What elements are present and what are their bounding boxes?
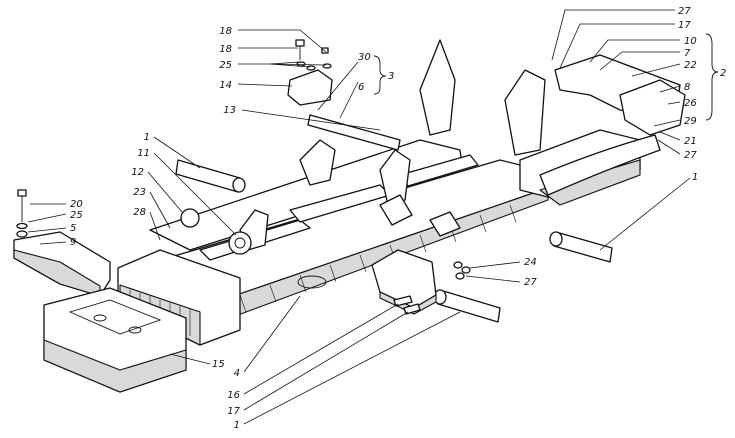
- callout-17-bottom: 17: [227, 406, 240, 417]
- callout-24: 24: [524, 257, 537, 268]
- bolts-16-17: [393, 295, 421, 315]
- callout-13: 13: [223, 105, 236, 116]
- pin-1-upper: [175, 159, 246, 193]
- center-housing: [371, 249, 437, 315]
- callout-27-top: 27: [678, 6, 691, 17]
- pin-1-right: [549, 231, 613, 263]
- callout-7: 7: [684, 48, 691, 59]
- callout-4: 4: [234, 368, 240, 379]
- callout-21: 21: [684, 136, 697, 147]
- pin-1-bottom: [433, 289, 501, 323]
- callout-9: 9: [70, 237, 76, 248]
- callout-14: 14: [219, 80, 232, 91]
- callout-labels: 18 18 25 14 30 6 3 13 27 17 10 7 22 2 8 …: [70, 6, 726, 431]
- callout-5: 5: [70, 223, 76, 234]
- callout-30: 30: [358, 52, 371, 63]
- bracket-plate-9: [13, 231, 111, 297]
- base-plate-15: [43, 287, 187, 393]
- callout-16: 16: [227, 390, 240, 401]
- callout-18: 18: [219, 44, 232, 55]
- callout-1-bottom: 1: [234, 420, 240, 431]
- callout-11: 11: [137, 148, 150, 159]
- callout-12: 12: [131, 167, 144, 178]
- callout-20: 20: [70, 199, 83, 210]
- leader-lines: [27, 9, 691, 425]
- callout-26: 26: [684, 98, 697, 109]
- callout-6: 6: [358, 82, 364, 93]
- callout-22: 22: [684, 60, 697, 71]
- bolt-20: [16, 189, 28, 238]
- callout-27-bottom: 27: [524, 277, 537, 288]
- callout-10: 10: [684, 36, 697, 47]
- bolt-group-18-25: [295, 39, 332, 71]
- callout-8: 8: [684, 82, 690, 93]
- callout-28: 28: [133, 207, 146, 218]
- callout-1-right: 1: [692, 172, 698, 183]
- callout-27-right: 27: [684, 150, 697, 161]
- nuts-24-27: [453, 261, 471, 280]
- callout-25-left: 25: [70, 210, 83, 221]
- callout-17-top: 17: [678, 20, 691, 31]
- callout-29: 29: [684, 116, 697, 127]
- callout-2: 2: [720, 68, 726, 79]
- callout-1-upper: 1: [144, 132, 150, 143]
- callout-18-top: 18: [219, 26, 232, 37]
- callout-15: 15: [212, 359, 225, 370]
- main-frame: [117, 39, 686, 346]
- callout-3: 3: [388, 71, 394, 82]
- callout-23: 23: [133, 187, 146, 198]
- callout-25-top: 25: [219, 60, 232, 71]
- braces: [373, 33, 719, 121]
